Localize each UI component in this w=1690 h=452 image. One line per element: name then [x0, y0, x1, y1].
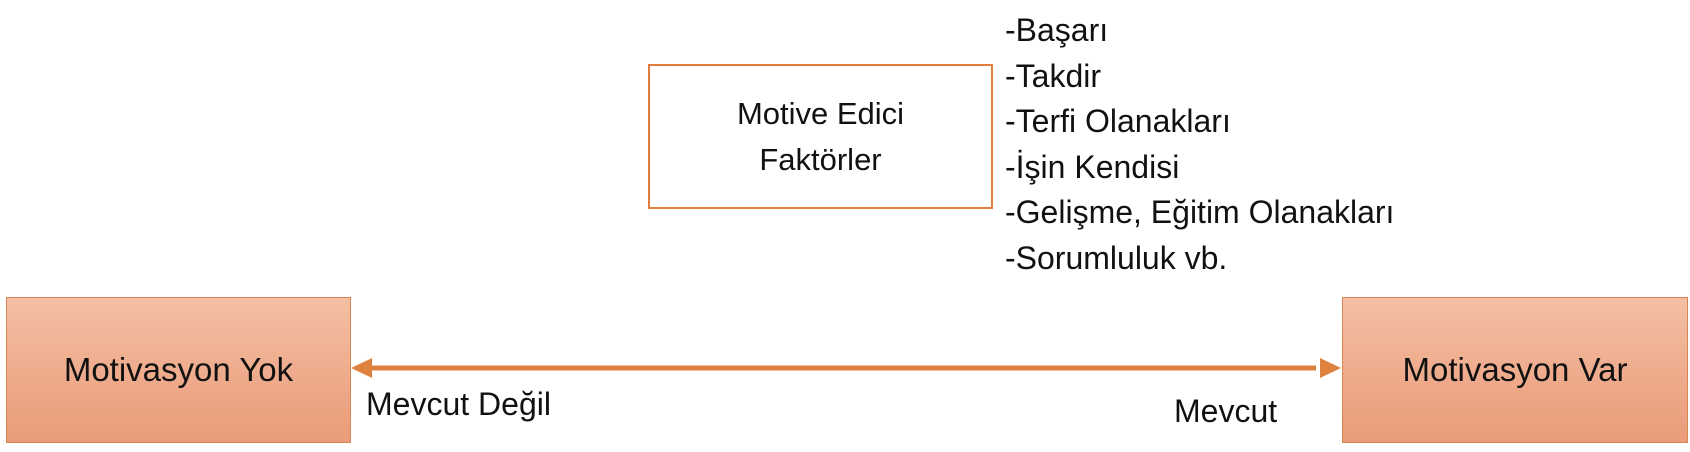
factor-list: -Başarı -Takdir -Terfi Olanakları -İşin … [1005, 8, 1394, 281]
motive-factors-line2: Faktörler [759, 141, 882, 177]
motive-factors-box: Motive Edici Faktörler [648, 64, 993, 209]
arrow-head-left [351, 358, 372, 378]
present-label: Mevcut [1174, 393, 1278, 429]
motive-factors-title: Motive Edici Faktörler [737, 91, 904, 183]
motivation-present-box: Motivasyon Var [1342, 297, 1688, 443]
factor-item: -İşin Kendisi [1005, 148, 1180, 185]
factor-item: -Başarı [1005, 12, 1109, 48]
arrow-head-right [1320, 358, 1341, 378]
motive-factors-line1: Motive Edici [736, 95, 905, 131]
factor-item: -Terfi Olanakları [1005, 103, 1231, 139]
factor-item: -Sorumluluk vb. [1005, 239, 1228, 276]
factor-item: -Gelişme, Eğitim Olanakları [1005, 194, 1395, 230]
factor-item: -Takdir [1005, 57, 1102, 94]
not-present-label: Mevcut Değil [366, 386, 551, 422]
no-motivation-label: Motivasyon Yok [63, 351, 294, 388]
no-motivation-box: Motivasyon Yok [6, 297, 351, 443]
motivation-present-label: Motivasyon Var [1402, 351, 1628, 388]
